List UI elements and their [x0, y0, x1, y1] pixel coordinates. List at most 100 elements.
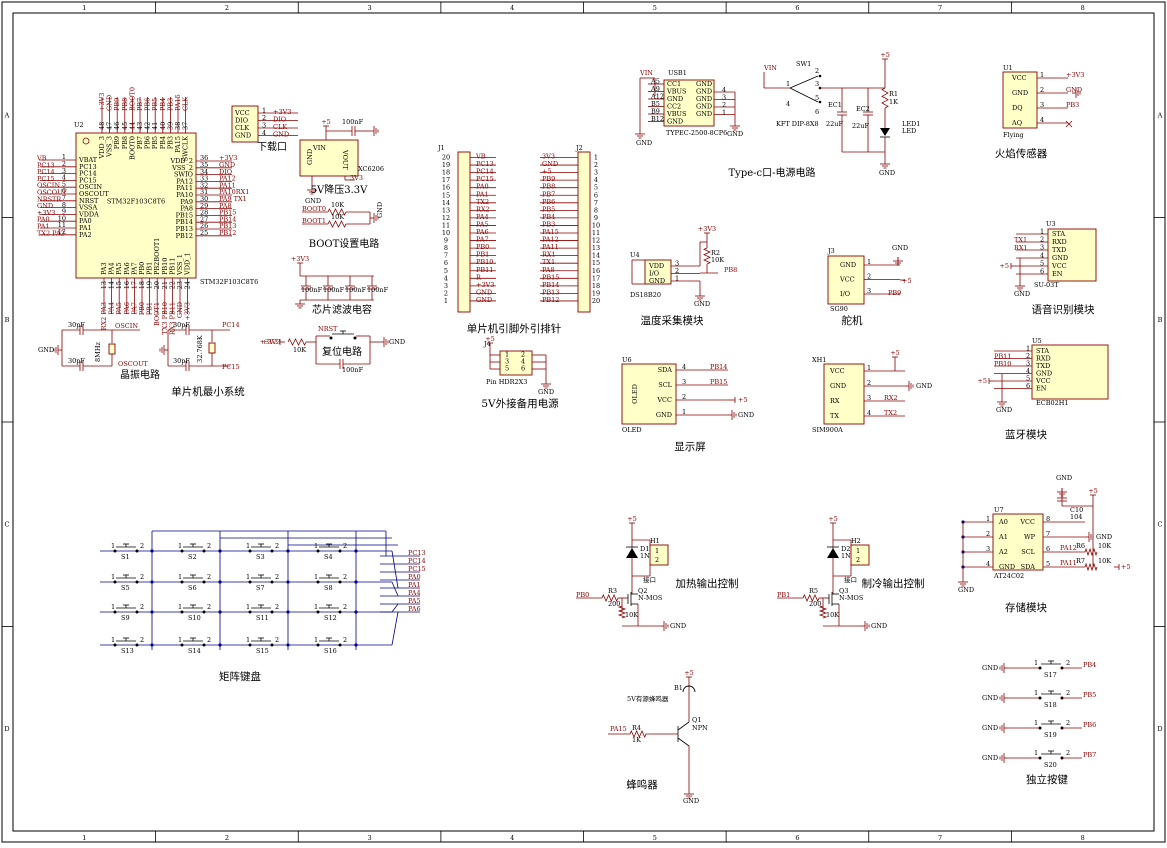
storage-pin-number: 6: [1046, 545, 1050, 553]
mcu-net-label: PA4: [108, 302, 116, 315]
push-switch: [1038, 750, 1064, 760]
display-pin-name: VCC: [656, 396, 672, 404]
mcu-net-label: CLK: [182, 97, 190, 111]
header-net-label: PA4: [476, 213, 489, 221]
ground-icon: [295, 300, 305, 309]
bt-section-title: 蓝牙模块: [1005, 429, 1047, 441]
crystal-32k: [208, 342, 216, 354]
servo-section-title: 舵机: [842, 314, 863, 327]
keypad-key-ref: S14: [188, 647, 201, 655]
display-pin-number: 3: [682, 378, 686, 386]
resistor: [617, 605, 627, 619]
junction-dot: [150, 610, 154, 614]
buzzer-r-ref: R4: [632, 724, 641, 732]
header-pin-number: 11: [442, 221, 450, 229]
keys-pin-number: 1: [1034, 719, 1038, 727]
resistor-zigzag: [629, 730, 647, 738]
mcu-pin-number: 47: [106, 122, 114, 130]
power-net-label: +5: [627, 515, 637, 523]
temp-net-label: PB8: [724, 266, 737, 274]
frame-row-label: D: [1157, 725, 1162, 733]
header-pin-number: 16: [442, 184, 450, 192]
storage-pin-name: SCL: [1021, 548, 1035, 556]
keypad-section-title: 矩阵键盘: [219, 670, 261, 683]
frame-col-label: 8: [1081, 4, 1085, 12]
header-pin-number: 13: [592, 244, 600, 252]
servo-pin-number: 2: [867, 273, 871, 281]
storage-r6-ref: R6: [1076, 542, 1085, 550]
ground-icon: [684, 790, 694, 799]
oled-display-body: [621, 363, 677, 425]
junction-dot: [286, 643, 290, 647]
bt-pin-name: EN: [1036, 385, 1047, 393]
cool-conn-pin: 1: [856, 547, 860, 555]
reset-vcc-label: +3V3: [262, 338, 280, 346]
voice-pin-name: TXD: [1052, 246, 1066, 254]
pin1-marker: [82, 137, 90, 145]
resistor: [802, 594, 820, 602]
switch-contact: [135, 610, 139, 614]
display-part: OLED: [622, 426, 642, 434]
ldo-pin-name: VOUT: [341, 149, 349, 170]
debug-section-title: 下载口: [257, 141, 287, 153]
switch-contact: [818, 100, 822, 104]
push-switch: [180, 604, 206, 614]
gsm-pin-name: RX: [830, 397, 840, 405]
storage-pin-name: A0: [998, 518, 1008, 526]
resistor: [287, 338, 307, 346]
ground-icon: [958, 578, 968, 587]
temp-part: DS18B20: [630, 291, 661, 299]
frame-col-label: 3: [367, 4, 371, 12]
storage-r7-value: 10K: [1098, 557, 1111, 565]
typec-pin-name: GND: [667, 118, 683, 126]
ground-icon: [905, 381, 914, 391]
mcu-pin-name: PA6: [123, 262, 131, 275]
mcu-net-label: PC14: [37, 168, 55, 176]
mcu-net-label: RX2 PA3: [100, 302, 108, 330]
storage-pin-number: 3: [986, 545, 990, 553]
header-pin-number: 13: [442, 206, 450, 214]
mcu-net-label: PB6: [144, 98, 152, 111]
ground-icon: [660, 621, 669, 631]
keypad-key-ref: S9: [121, 614, 130, 622]
switch-contact: [113, 580, 117, 584]
typec-gnd-label: GND: [636, 139, 652, 147]
switch-contact: [135, 549, 139, 553]
mcu-pin-name: PA11: [176, 184, 193, 192]
switch-contact: [202, 580, 206, 584]
ground-icon: [880, 160, 890, 169]
flame-pin-name: DQ: [1012, 104, 1023, 112]
switch-contact: [338, 549, 342, 553]
cool-gnd-label: GND: [871, 622, 887, 630]
flame-pin-number: 3: [1040, 101, 1044, 109]
push-switch: [316, 543, 342, 553]
header-net-label: GND: [476, 296, 492, 304]
voice-part: SU-03T: [1034, 281, 1059, 289]
header-pin-number: 16: [592, 267, 600, 275]
mcu-net-label: PB4: [159, 98, 167, 111]
mcu-net-label: +3V3: [219, 154, 237, 162]
mcu-net-label: PA10RX1: [219, 188, 249, 196]
frame-col-label: 3: [367, 834, 371, 842]
header-net-label: PB6: [542, 198, 555, 206]
header-j2-body: [577, 151, 591, 313]
power-net-label: +5: [1088, 487, 1098, 495]
frame-col-label: 7: [938, 834, 942, 842]
voice-pin-name: VCC: [1051, 262, 1067, 270]
mcu-pin-name: PA10: [176, 191, 193, 199]
ground-icon: [307, 186, 317, 195]
mcu-pin-name: PB3: [166, 136, 174, 149]
switch-pin-number: 3: [815, 80, 819, 88]
keypad-pin-number: 1: [246, 603, 250, 611]
keypad-net-label: PC15: [408, 565, 426, 573]
wire: [677, 721, 690, 731]
bt-pin-name: GND: [1036, 370, 1052, 378]
display-pin-name: SCL: [658, 381, 672, 389]
mcu-net-label: PC15: [37, 175, 55, 183]
ldo-ref: XC6206: [358, 165, 384, 173]
voice-section-title: 语音识别模块: [1032, 303, 1095, 316]
